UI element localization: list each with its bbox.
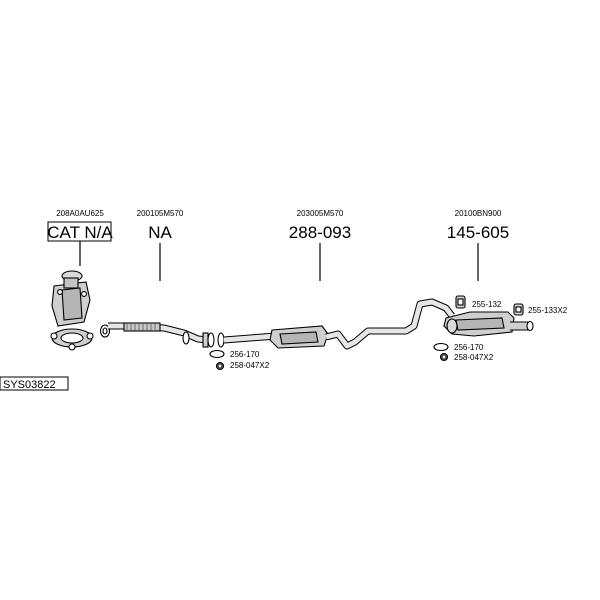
front-bolt-nut-icon[interactable]: [215, 361, 225, 371]
system-code: SYS03822: [3, 379, 56, 391]
rear-bolts-label[interactable]: 258-047X2: [454, 353, 494, 362]
center-pipe-part-number: 203005M570: [297, 209, 344, 218]
catalyst-part-number: 208A0AU625: [56, 209, 104, 218]
center-pipe-label[interactable]: 288-093: [289, 223, 351, 242]
front-pipe-part-number: 200105M570: [137, 209, 184, 218]
catalytic-converter[interactable]: [50, 270, 94, 351]
rear-muffler[interactable]: [443, 311, 534, 337]
front-pipe-label[interactable]: NA: [148, 223, 172, 242]
front-gasket[interactable]: [209, 349, 225, 359]
rear-hanger[interactable]: [455, 295, 466, 309]
front-flange-gasket[interactable]: [99, 324, 111, 338]
rear-muffler-label[interactable]: 145-605: [447, 223, 509, 242]
system-code-box: [0, 376, 69, 391]
front-gasket-label[interactable]: 256-170: [230, 350, 260, 359]
rear-gasket-label[interactable]: 256-170: [454, 343, 484, 352]
rear-muffler-part-number: 20100BN900: [455, 209, 502, 218]
front-bolts-label[interactable]: 258-047X2: [230, 361, 270, 370]
center-pipe-resonator[interactable]: [217, 298, 455, 350]
rear-gasket[interactable]: [433, 342, 449, 352]
front-pipe[interactable]: [108, 322, 215, 348]
tail-hanger-label[interactable]: 255-133X2: [528, 306, 568, 315]
rear-bolt-nut-icon[interactable]: [439, 352, 449, 362]
rear-hanger-label[interactable]: 255-132: [472, 300, 502, 309]
tail-hanger[interactable]: [513, 303, 524, 316]
catalyst-label[interactable]: CAT N/A: [47, 223, 113, 242]
